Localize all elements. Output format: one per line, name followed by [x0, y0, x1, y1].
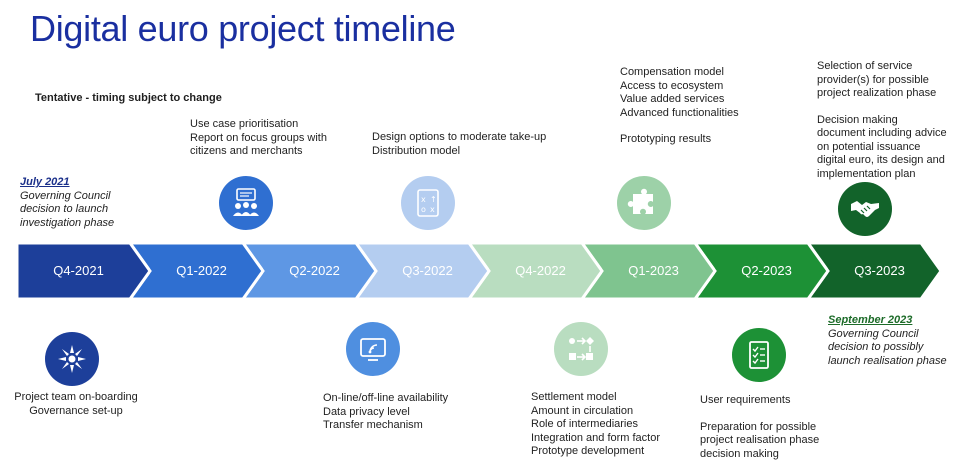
- deliverable-item: Transfer mechanism: [323, 419, 423, 431]
- focus-group-icon: [219, 176, 273, 230]
- svg-text:↑: ↑: [430, 195, 437, 204]
- deliverable-item: Use case prioritisation: [190, 118, 299, 130]
- settlement-flow-icon: [554, 322, 608, 376]
- deliverable-item: Report on focus groups with: [190, 131, 327, 144]
- quarter-label: Q2-2022: [289, 263, 340, 278]
- timeline-segment-q3-2022: Q3-2022: [356, 243, 489, 299]
- subtitle: Tentative - timing subject to change: [35, 92, 222, 104]
- timeline-segment-q3-2023: Q3-2023: [808, 243, 941, 299]
- quarter-label: Q4-2022: [515, 263, 566, 278]
- q3-2022-deliverables: Design options to moderate take-up Distr…: [372, 131, 546, 158]
- deliverable-item: Amount in circulation: [531, 404, 634, 417]
- deliverable-item: project realisation phase: [700, 434, 820, 446]
- timeline-segment-q4-2021: Q4-2021: [17, 243, 150, 299]
- deliverable-item: Preparation for possible: [700, 420, 817, 433]
- q4-2022-deliverables: Settlement model Amount in circulation R…: [531, 391, 660, 459]
- deliverable-item: Settlement model: [531, 391, 617, 403]
- deliverable-item: Design options to moderate take-up: [372, 131, 547, 143]
- deliverable-item: digital euro, its design and: [817, 154, 945, 166]
- deliverable-item: Selection of service: [817, 60, 913, 72]
- q2-2022-deliverables: On-line/off-line availability Data priva…: [323, 392, 448, 433]
- design-options-icon: x ↑ o x: [401, 176, 455, 230]
- quarter-label: Q4-2021: [53, 263, 104, 278]
- svg-text:o: o: [421, 205, 426, 214]
- milestone-line: Governing Council: [20, 189, 111, 202]
- quarter-label: Q1-2022: [176, 263, 227, 278]
- deliverable-item: implementation plan: [817, 167, 916, 180]
- q3-2023-deliverables: Selection of service provider(s) for pos…: [817, 60, 947, 181]
- milestone-line: Governing Council: [828, 327, 919, 340]
- milestone-september-2023: September 2023 Governing Council decisio…: [828, 314, 947, 368]
- deliverable-item: provider(s) for possible: [817, 73, 929, 86]
- deliverable-item: Compensation model: [620, 66, 724, 78]
- svg-text:x: x: [421, 195, 426, 204]
- deliverable-item: Advanced functionalities: [620, 106, 739, 119]
- handshake-icon: [838, 182, 892, 236]
- milestone-july-2021: July 2021 Governing Council decision to …: [20, 176, 114, 230]
- timeline-segment-q1-2023: Q1-2023: [582, 243, 715, 299]
- deliverable-item: On-line/off-line availability: [323, 392, 449, 404]
- milestone-line: decision to possibly: [828, 341, 924, 353]
- team-hands-icon: [45, 332, 99, 386]
- milestone-heading: September 2023: [828, 314, 913, 326]
- milestone-line: investigation phase: [20, 216, 115, 229]
- puzzle-icon: [617, 176, 671, 230]
- deliverable-item: project realization phase: [817, 87, 937, 99]
- deliverable-item: Decision making: [817, 113, 898, 126]
- page-title: Digital euro project timeline: [30, 8, 456, 49]
- q4-2021-deliverables: Project team on-boarding Governance set-…: [8, 391, 144, 418]
- timeline-segment-q1-2022: Q1-2022: [130, 243, 263, 299]
- deliverable-item: Prototyping results: [620, 133, 712, 145]
- deliverable-item: Value added services: [620, 93, 725, 105]
- deliverable-item: Access to ecosystem: [620, 79, 724, 92]
- timeline-segment-q2-2023: Q2-2023: [695, 243, 828, 299]
- q1-2023-deliverables: Compensation model Access to ecosystem V…: [620, 66, 739, 147]
- deliverable-item: Prototype development: [531, 445, 645, 457]
- deliverable-item: Role of intermediaries: [531, 418, 638, 430]
- quarter-label: Q3-2022: [402, 263, 453, 278]
- milestone-heading: July 2021: [20, 176, 70, 188]
- quarter-label: Q1-2023: [628, 263, 679, 278]
- svg-text:x: x: [430, 205, 435, 214]
- deliverable-item: document including advice: [817, 127, 947, 139]
- milestone-line: decision to launch: [20, 203, 109, 215]
- offline-device-icon: [346, 322, 400, 376]
- deliverable-item: Distribution model: [372, 144, 461, 157]
- deliverable-item: Integration and form factor: [531, 431, 661, 444]
- deliverable-item: decision making: [700, 447, 779, 460]
- q2-2023-deliverables: User requirements Preparation for possib…: [700, 394, 819, 461]
- checklist-icon: [732, 328, 786, 382]
- timeline-segment-q4-2022: Q4-2022: [469, 243, 602, 299]
- deliverable-item: User requirements: [700, 394, 791, 406]
- deliverable-item: Data privacy level: [323, 405, 410, 418]
- deliverable-item: on potential issuance: [817, 140, 921, 153]
- deliverable-item: Project team on-boarding: [14, 391, 138, 403]
- timeline-segment-q2-2022: Q2-2022: [243, 243, 376, 299]
- q1-2022-deliverables: Use case prioritisation Report on focus …: [190, 118, 327, 159]
- quarter-label: Q2-2023: [741, 263, 792, 278]
- quarter-label: Q3-2023: [854, 263, 905, 278]
- deliverable-item: Governance set-up: [29, 404, 123, 417]
- deliverable-item: citizens and merchants: [190, 145, 303, 157]
- milestone-line: launch realisation phase: [828, 354, 947, 367]
